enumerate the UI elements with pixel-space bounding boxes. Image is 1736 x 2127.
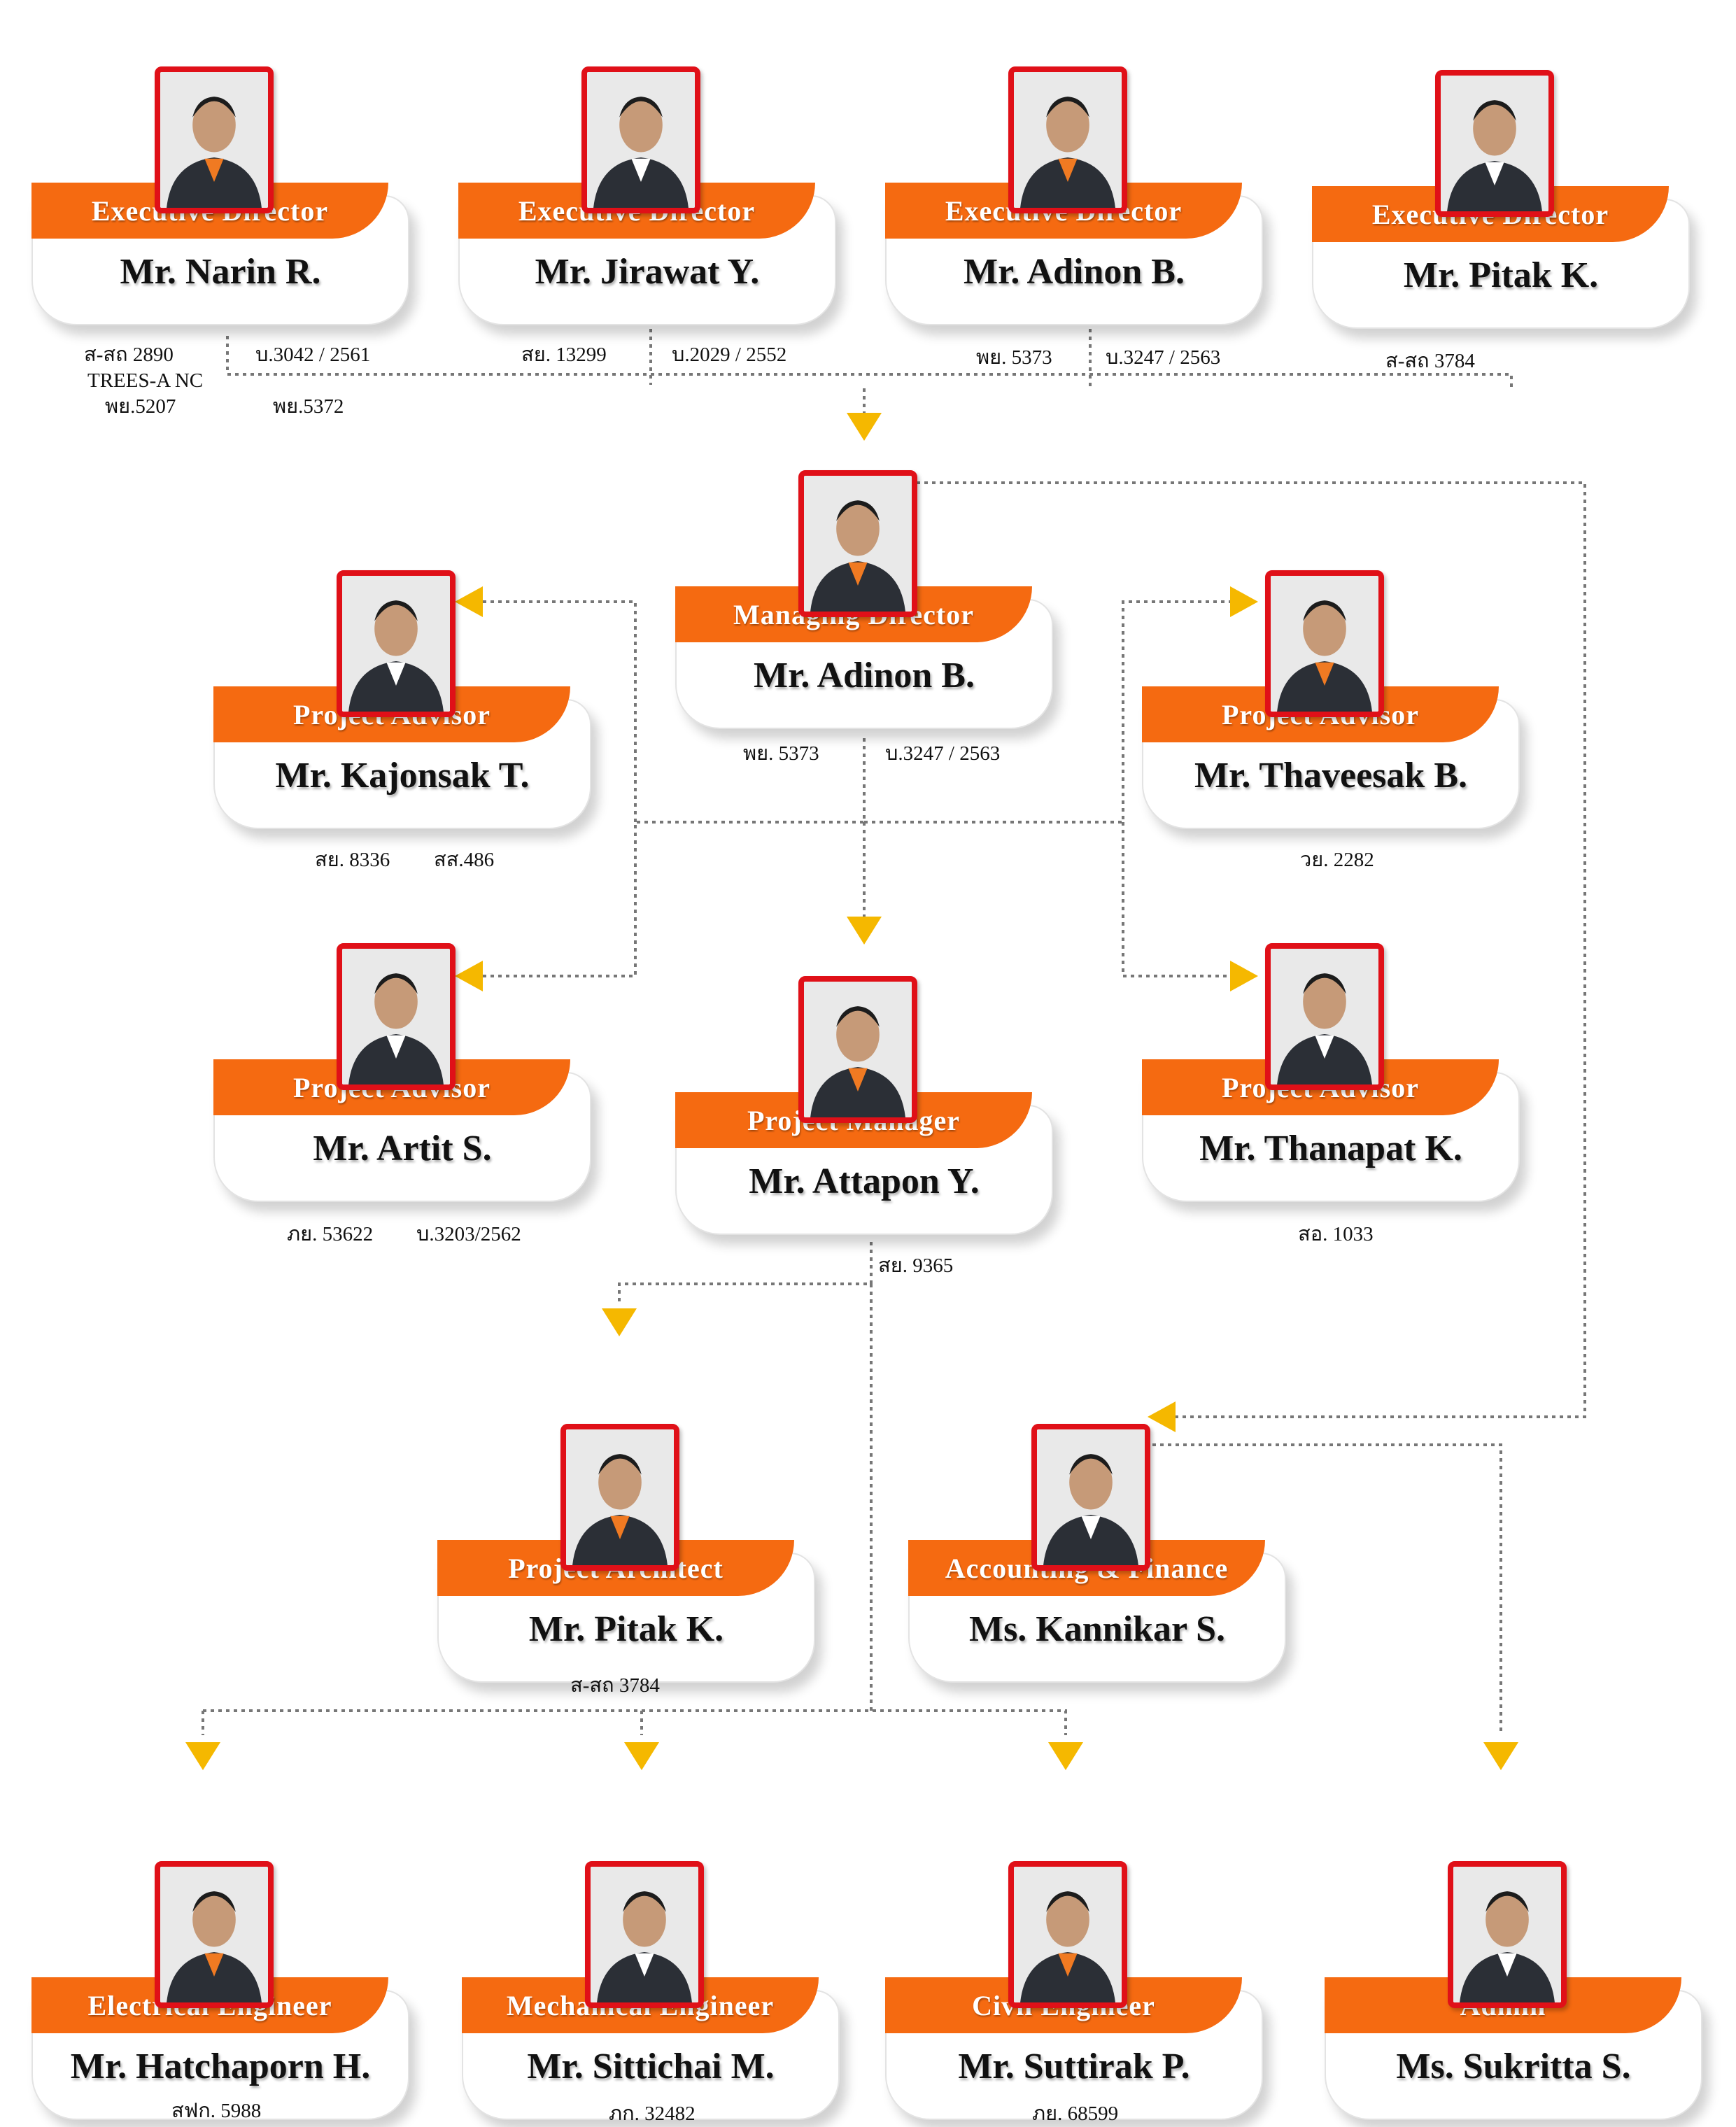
arrow-icon [455,586,483,617]
connector-line [469,738,866,977]
connector-line [1137,1443,1502,1735]
license-number: บ.3203/2562 [416,1223,521,1245]
person-name: Mr. Kajonsak T. [275,755,530,796]
person-card-pa3: Project AdvisorMr. Artit S. [213,943,591,1202]
license-number: ส-สถ 3784 [1385,350,1475,372]
connector-line [917,481,1586,1418]
person-name: Mr. Adinon B. [754,655,975,695]
person-photo [1448,1861,1567,2008]
arrow-icon [847,413,882,441]
license-number: ภย. 53622 [287,1223,374,1245]
connector-line [618,1242,873,1305]
person-photo [155,1861,274,2008]
license-number: บ.3042 / 2561 [255,344,371,366]
arrow-icon [1230,586,1258,617]
arrow-icon [847,917,882,945]
connector-line [226,336,1513,388]
license-number: ส-สถ 2890 [84,344,174,366]
license-number: ส-สถ 3784 [570,1674,660,1697]
person-name: Mr. Thanapat K. [1199,1128,1462,1168]
license-number: ภย. 68599 [1032,2103,1119,2125]
person-card-pa1: Project AdvisorMr. Kajonsak T. [213,570,591,829]
person-card-parch: Project ArchitectMr. Pitak K. [437,1424,815,1683]
person-name: Mr. Jirawat Y. [535,251,760,292]
connector-line [469,600,637,822]
license-number: พย. 5373 [976,346,1052,369]
arrow-icon [1483,1742,1518,1770]
person-card-pm: Project ManagerMr. Attapon Y. [675,976,1053,1235]
license-number: สย. 8336 [315,849,390,871]
license-number: สอ. 1033 [1298,1223,1374,1245]
license-number: สย. 13299 [521,344,607,366]
person-name: Mr. Suttirak P. [958,2046,1190,2086]
license-number: วย. 2282 [1300,849,1374,871]
person-photo [337,570,456,717]
arrow-icon [602,1308,637,1336]
person-photo [585,1861,704,2008]
license-number: พย.5372 [273,395,344,418]
person-photo [337,943,456,1090]
license-number: สฟก. 5988 [171,2100,262,2122]
person-name: Mr. Adinon B. [964,251,1185,292]
arrow-icon [624,1742,659,1770]
person-photo [798,470,917,617]
license-number: พย.5207 [105,395,176,418]
arrow-icon [1148,1401,1176,1432]
person-photo [581,66,700,213]
person-card-admin: AdminMs. Sukritta S. [1325,1861,1702,2120]
license-number: สส.486 [434,849,495,871]
license-number: ภก. 32482 [609,2103,696,2125]
person-name: Mr. Hatchaporn H. [70,2046,371,2086]
license-number: บ.3247 / 2563 [1106,346,1221,369]
license-number: TREES-A NC [87,369,204,392]
arrow-icon [1230,961,1258,991]
person-photo [1008,1861,1127,2008]
person-photo [155,66,274,213]
arrow-icon [1048,1742,1083,1770]
person-name: Mr. Artit S. [313,1128,492,1168]
arrow-icon [185,1742,220,1770]
connector-line [1122,822,1232,977]
person-photo [1265,943,1384,1090]
person-name: Mr. Thaveesak B. [1194,755,1468,796]
person-name: Mr. Sittichai M. [527,2046,775,2086]
person-photo [1265,570,1384,717]
person-card-pa2: Project AdvisorMr. Thaveesak B. [1142,570,1520,829]
license-number: สย. 9365 [878,1255,954,1277]
person-name: Mr. Attapon Y. [749,1161,980,1201]
person-photo [798,976,917,1123]
license-number: พย. 5373 [743,742,819,765]
person-photo [1435,70,1554,217]
person-photo [560,1424,679,1571]
person-name: Mr. Pitak K. [1403,255,1599,295]
connector-line [864,600,1232,824]
person-name: Ms. Kannikar S. [968,1609,1226,1649]
connector-line [203,1709,1067,1735]
person-photo [1031,1424,1150,1571]
license-number: บ.3247 / 2563 [885,742,1001,765]
person-name: Ms. Sukritta S. [1396,2046,1631,2086]
person-card-pa4: Project AdvisorMr. Thanapat K. [1142,943,1520,1202]
person-name: Mr. Narin R. [120,251,321,292]
arrow-icon [455,961,483,991]
license-number: บ.2029 / 2552 [672,344,787,366]
person-name: Mr. Pitak K. [528,1609,724,1649]
person-photo [1008,66,1127,213]
